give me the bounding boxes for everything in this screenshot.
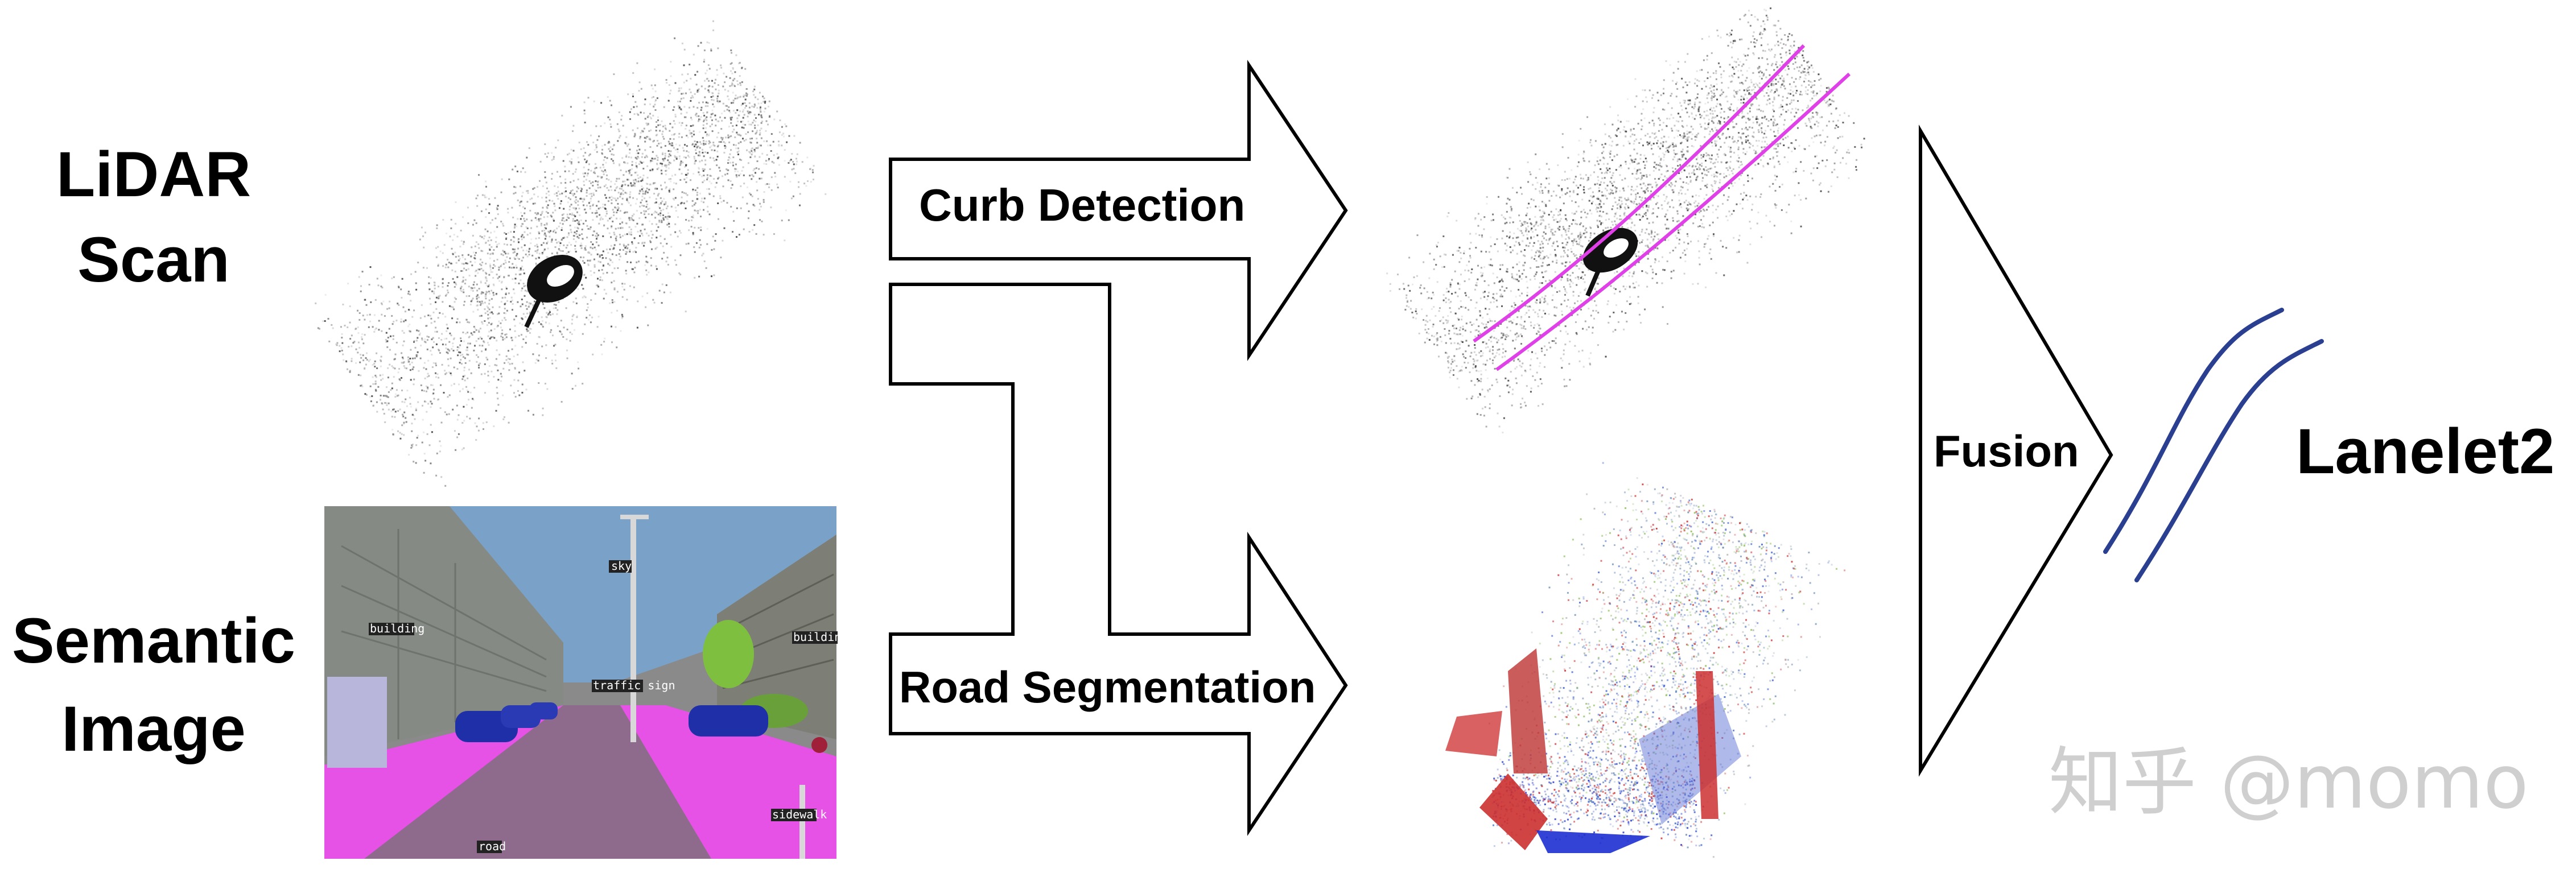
tag-building-left: building [370, 622, 424, 635]
semantic-label-line2: Image [61, 693, 246, 764]
curb-detection-output-image [1386, 7, 1865, 433]
fusion-label: Fusion [1934, 426, 2079, 476]
curb-detection-arrow [889, 60, 1348, 361]
semantic-segmentation-image: sky building building traffic sign sidew… [324, 506, 848, 859]
road-segmentation-label: Road Segmentation [899, 662, 1316, 712]
road-segmentation-arrow [889, 283, 1348, 836]
lidar-scan-image [315, 20, 827, 487]
curb-line-left [1473, 44, 1806, 343]
lanelet-lines [2103, 308, 2324, 582]
lidar-label-line1: LiDAR [56, 139, 251, 210]
lanelet-right-boundary [2134, 339, 2324, 582]
lanelet-left-boundary [2103, 308, 2284, 554]
tag-sidewalk: sidewalk [772, 808, 827, 821]
lidar-label-line2: Scan [77, 224, 230, 295]
curb-line-right [1495, 72, 1851, 371]
semantic-label-line1: Semantic [12, 605, 295, 676]
curb-detection-label: Curb Detection [919, 180, 1245, 230]
watermark-text: 知乎 @momo [2049, 739, 2529, 825]
tag-traffic-sign: traffic sign [593, 678, 675, 692]
tag-building-right: building [793, 630, 848, 644]
tag-sky: sky [611, 559, 632, 573]
tag-road: road [479, 839, 506, 853]
road-segmentation-output-image [1445, 462, 1846, 858]
lanelet2-label: Lanelet2 [2296, 416, 2554, 487]
fusion-arrow [1919, 124, 2113, 777]
